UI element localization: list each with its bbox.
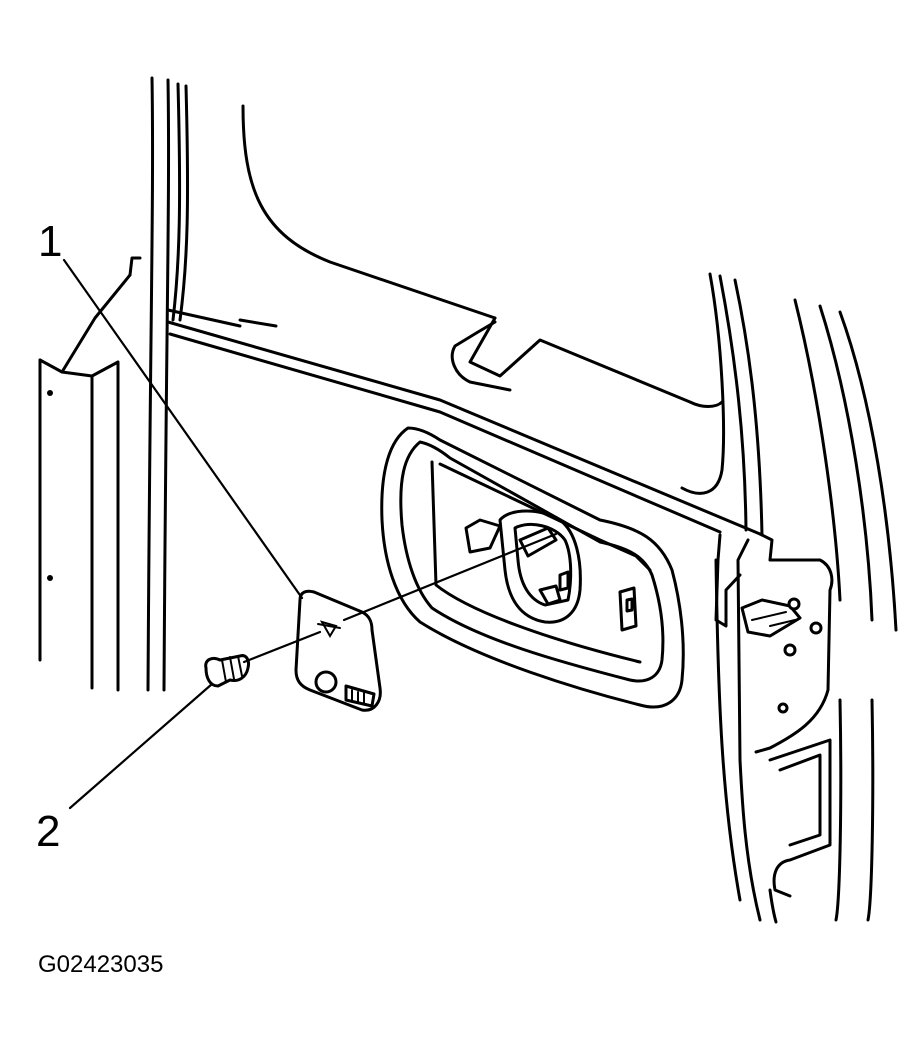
handle-bezel (380, 426, 685, 709)
callout-2-label: 2 (36, 807, 60, 856)
callout-1-label: 1 (38, 217, 62, 266)
cover-part (294, 589, 382, 712)
callout-2-leader (68, 682, 214, 810)
door-edge-striker (714, 298, 898, 924)
assembly-line-screw (242, 630, 322, 664)
screw-part (204, 654, 250, 688)
left-door-pillar (38, 76, 190, 692)
figure-id: G02423035 (38, 951, 163, 978)
callout-1-leader (62, 258, 304, 600)
door-window-frame (166, 104, 764, 537)
assembly-line-cover (342, 532, 558, 622)
